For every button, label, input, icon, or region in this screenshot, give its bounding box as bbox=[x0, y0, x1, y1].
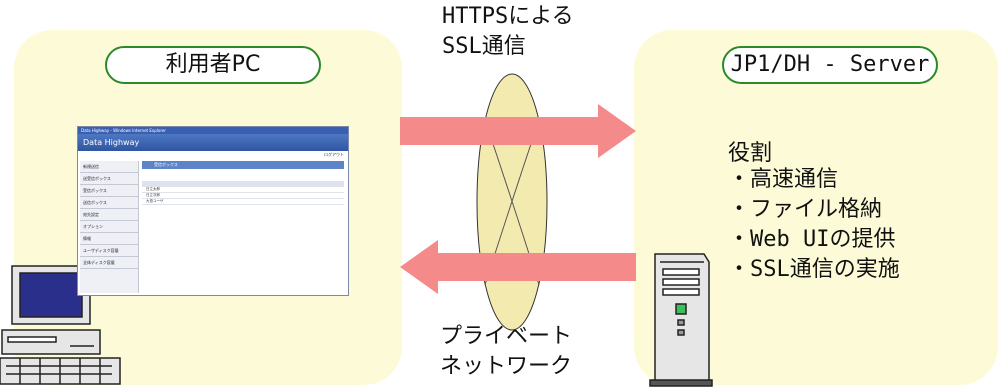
ssl-caption-line2: SSL通信 bbox=[442, 34, 526, 59]
network-caption-line2: ネットワーク bbox=[440, 354, 573, 379]
browser-title-bar: Data Highway - Windows Internet Explorer bbox=[78, 127, 348, 134]
sidebar-item: 受信ボックス bbox=[80, 185, 138, 197]
sidebar-item: 送受信ボックス bbox=[80, 173, 138, 185]
ssl-tunnel-ellipse bbox=[476, 73, 548, 331]
sidebar-item: 送信ボックス bbox=[80, 197, 138, 209]
computer-icon bbox=[0, 265, 121, 385]
sidebar-item: 情報 bbox=[80, 233, 138, 245]
sidebar-item: 宛先設定 bbox=[80, 209, 138, 221]
sidebar-item: 全体ディスク容量 bbox=[80, 257, 138, 269]
arrow-to-server bbox=[400, 104, 636, 158]
network-caption: プライベート ネットワーク bbox=[440, 322, 572, 382]
role-item: ・高速通信 bbox=[728, 167, 839, 192]
server-label: JP1/DH - Server bbox=[722, 46, 938, 84]
ssl-caption: HTTPSによる SSL通信 bbox=[442, 2, 574, 62]
sidebar-item: オプション bbox=[80, 221, 138, 233]
user-pc-label: 利用者PC bbox=[105, 46, 321, 84]
server-icon bbox=[649, 253, 713, 387]
role-item: ・ファイル格納 bbox=[728, 197, 883, 222]
table-row: 日立太郎 bbox=[142, 187, 344, 193]
table-row: 日立次郎 bbox=[142, 193, 344, 199]
app-banner: Data Highway bbox=[78, 134, 348, 151]
browser-main: 受信ボックス 日立太郎 日立次郎 大島ユーザ bbox=[142, 161, 344, 241]
arrow-to-pc bbox=[400, 240, 636, 294]
roles-list: ・高速通信 ・ファイル格納 ・Web UIの提供 ・SSL通信の実施 bbox=[728, 165, 900, 285]
table-header bbox=[142, 181, 344, 187]
ssl-caption-line1: HTTPSによる bbox=[442, 4, 574, 29]
role-item: ・Web UIの提供 bbox=[728, 227, 896, 252]
table-row: 大島ユーザ bbox=[142, 199, 344, 205]
browser-sidebar: 新規送信 送受信ボックス 受信ボックス 送信ボックス 宛先設定 オプション 情報… bbox=[80, 161, 139, 293]
browser-screenshot: Data Highway - Windows Internet Explorer… bbox=[77, 126, 349, 296]
sidebar-item: ユーザディスク容量 bbox=[80, 245, 138, 257]
sidebar-item: 新規送信 bbox=[80, 161, 138, 173]
main-header: 受信ボックス bbox=[142, 161, 344, 169]
user-bar: ログアウト bbox=[324, 152, 344, 157]
roles-title: 役割 bbox=[728, 141, 773, 166]
network-caption-line1: プライベート bbox=[440, 324, 573, 349]
role-item: ・SSL通信の実施 bbox=[728, 257, 900, 282]
